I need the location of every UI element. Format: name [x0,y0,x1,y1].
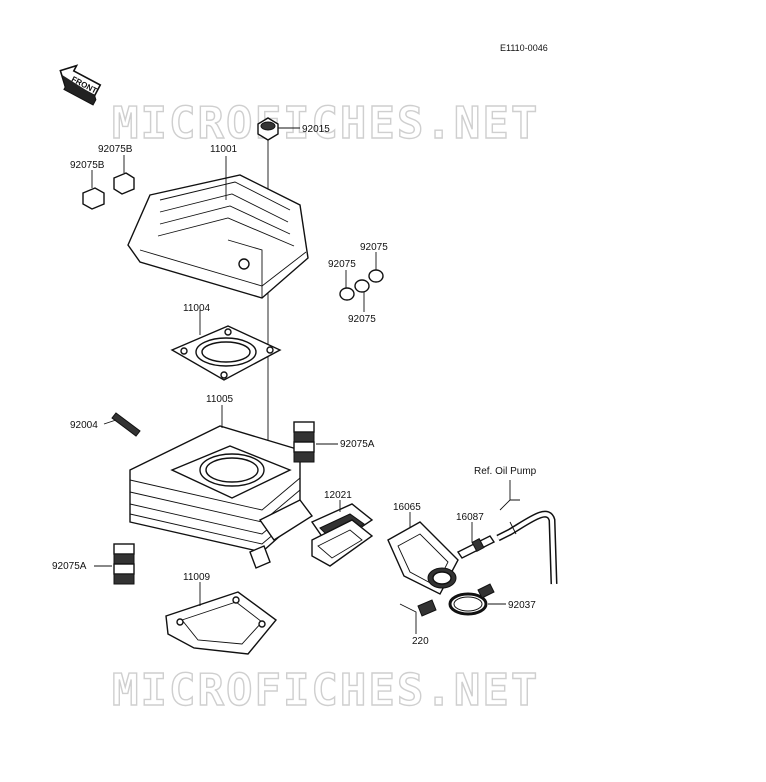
watermark-top: MICROFICHES.NET [112,98,539,149]
label-92004: 92004 [70,420,98,431]
label-16065: 16065 [393,502,421,513]
part-11001-head-cover [127,174,309,299]
label-92037: 92037 [508,600,536,611]
label-11009: 11009 [183,572,211,583]
diagram-code: E1110-0046 [500,43,548,53]
oil-pump-hose [496,510,558,585]
label-16087: 16087 [456,512,484,523]
part-11005-cylinder [129,425,314,569]
label-92075B-left: 92075B [70,160,105,171]
label-92075B-top: 92075B [98,144,133,155]
front-arrow-icon: FRONT [59,64,102,106]
part-92075B-dampers [82,172,135,210]
part-92075A-right-dampers [293,421,315,463]
part-11004-head-gasket [170,325,282,381]
label-11005: 11005 [206,394,234,405]
label-92075A-right: 92075A [340,439,375,450]
part-92004-stud [111,412,141,437]
label-92075-top: 92075 [360,242,388,253]
ref-leader [499,480,520,511]
part-92037-clamp [448,583,495,616]
label-92075-bottom: 92075 [348,314,376,325]
leader-220 [399,603,417,634]
part-16065-manifold [387,521,459,595]
ref-oil-pump-label: Ref. Oil Pump [474,466,537,477]
part-12021-reed-valve [310,503,374,567]
part-11009-base-gasket [165,591,278,655]
label-92075-left: 92075 [328,259,356,270]
watermark-bottom: MICROFICHES.NET [112,665,539,716]
part-16087-nipple [456,535,496,559]
label-220: 220 [412,636,429,647]
part-92075A-left-dampers [113,543,135,585]
label-92015: 92015 [302,124,330,135]
label-11001: 11001 [210,144,238,155]
part-92075-dampers [339,269,384,301]
label-12021: 12021 [324,490,352,501]
label-92075A-left: 92075A [52,561,87,572]
label-11004: 11004 [183,303,211,314]
part-92015-nut [257,117,279,141]
part-220-screws [417,599,437,617]
